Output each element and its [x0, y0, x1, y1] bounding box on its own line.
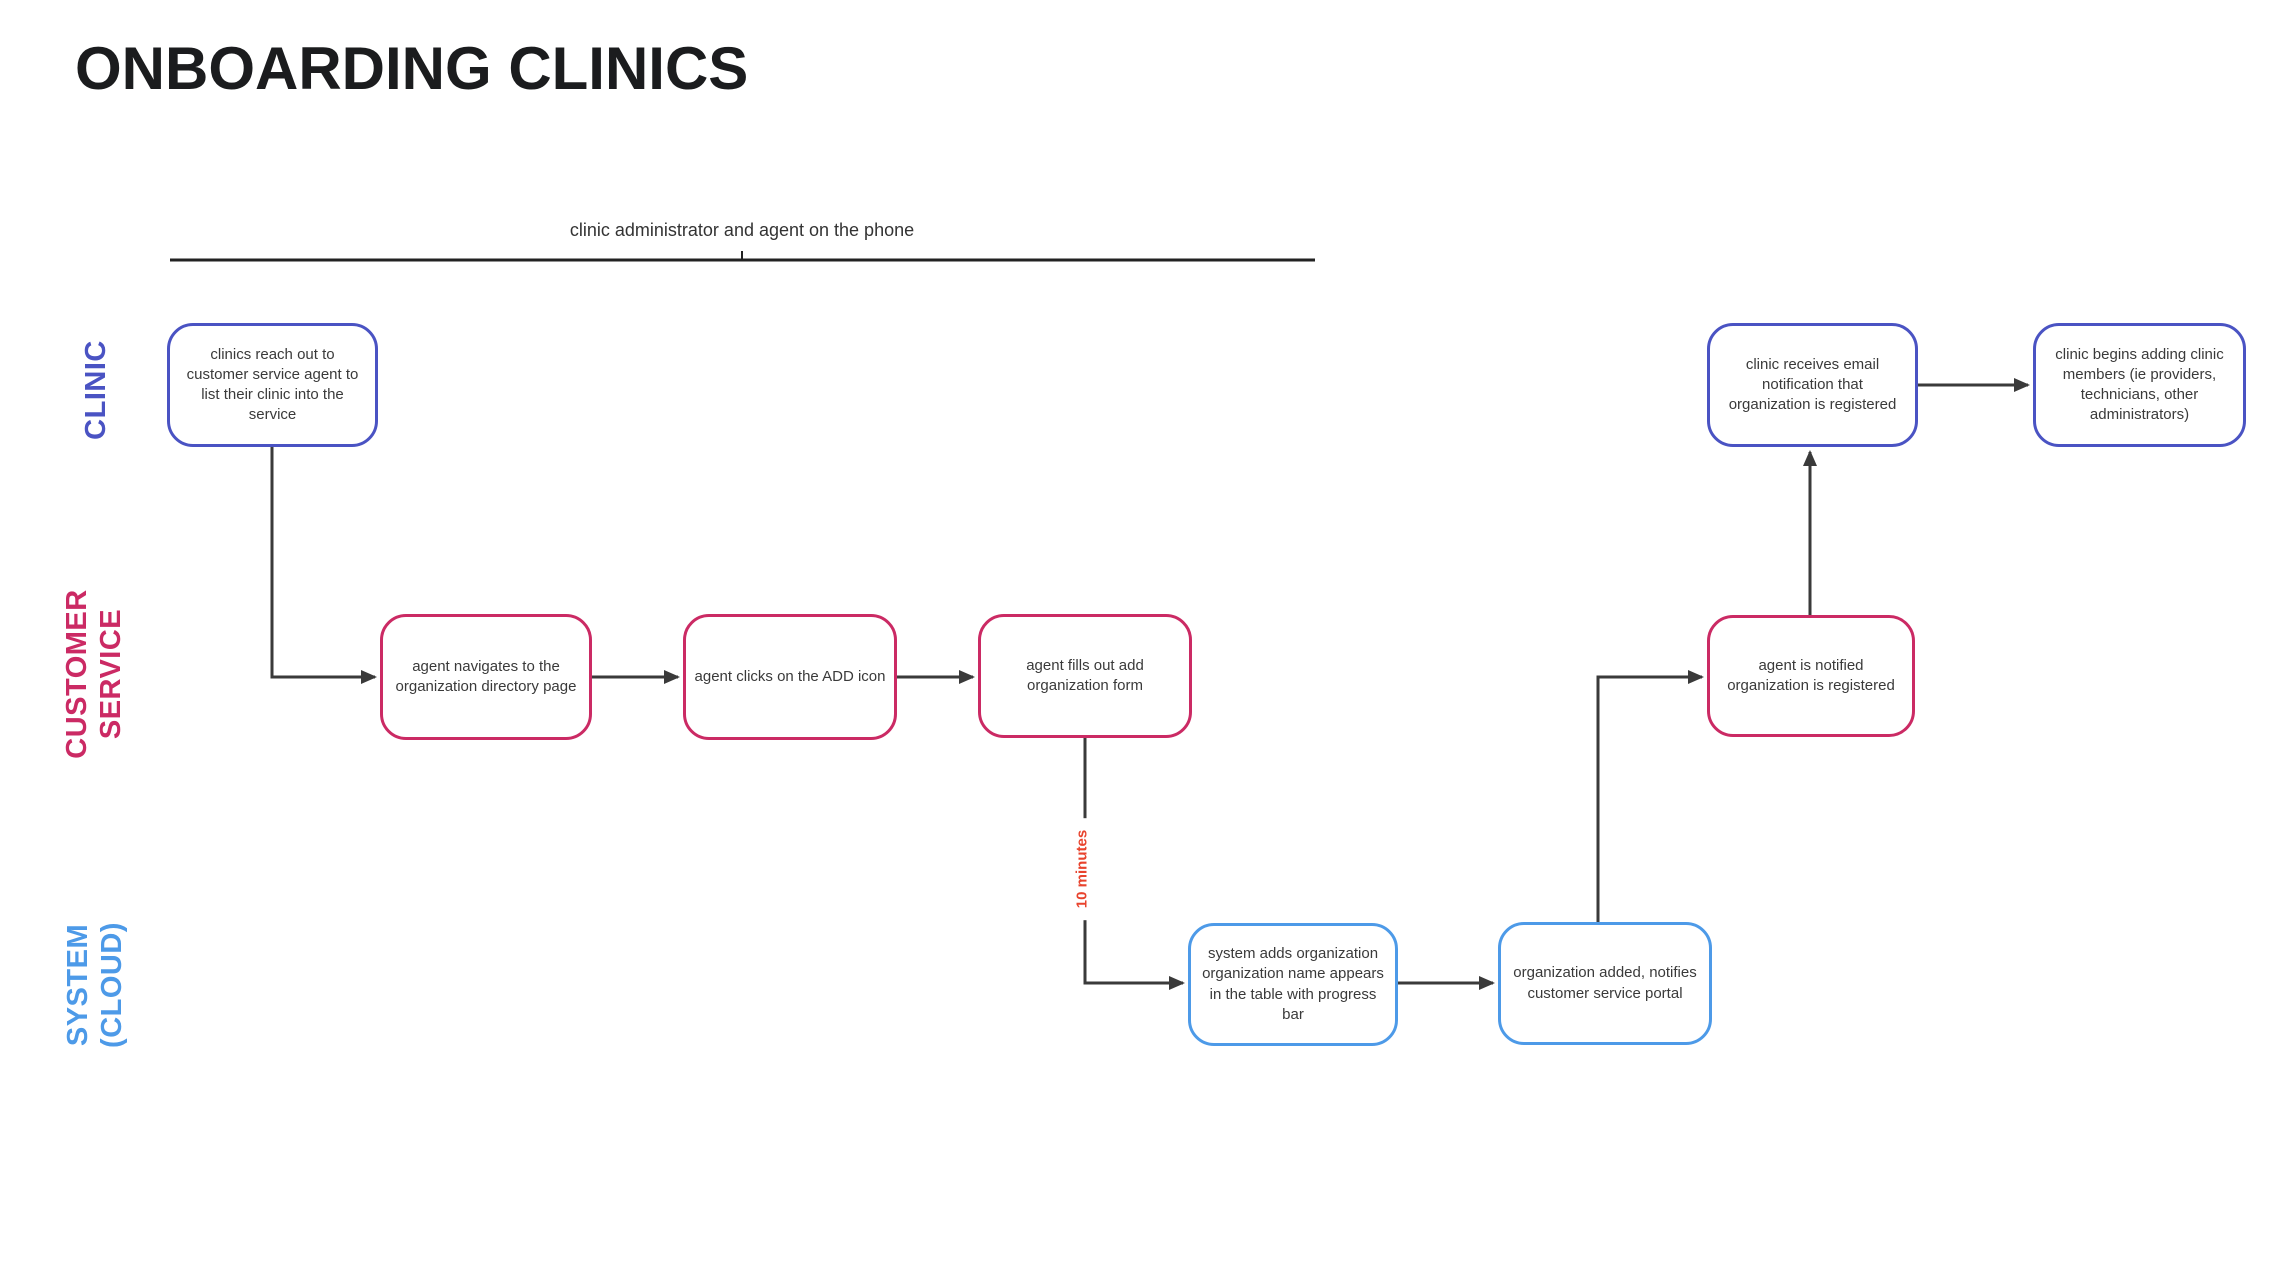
- lane-label-system-cloud: SYSTEM (CLOUD): [61, 922, 128, 1048]
- flow-node-agent-fills-form: agent fills out add organization form: [978, 614, 1192, 738]
- flow-node-clinics-reach-out: clinics reach out to customer service ag…: [167, 323, 378, 447]
- flow-node-agent-notified-registered: agent is notified organization is regist…: [1707, 615, 1915, 737]
- flow-node-label: clinics reach out to customer service ag…: [186, 345, 359, 424]
- flow-node-label: clinic begins adding clinic members (ie …: [2055, 345, 2224, 424]
- flow-node-label: system adds organization organization na…: [1202, 945, 1384, 1023]
- flow-node-label: agent is notified organization is regist…: [1727, 656, 1895, 694]
- flow-node-clinic-receives-email: clinic receives email notification that …: [1707, 323, 1918, 447]
- arrow-added-to-agent-notified: [1596, 670, 1704, 922]
- flow-node-agent-navigates-directory: agent navigates to the organization dire…: [380, 614, 592, 740]
- flow-node-agent-clicks-add: agent clicks on the ADD icon: [683, 614, 897, 740]
- arrow-form-to-system: [1083, 738, 1185, 990]
- lane-label-customer-service: CUSTOMER SERVICE: [60, 589, 127, 759]
- flow-node-label: agent fills out add organization form: [1026, 656, 1144, 694]
- arrow-clinics-to-navigate: [270, 447, 377, 684]
- flow-node-label: organization added, notifies customer se…: [1513, 964, 1697, 1002]
- page-title: ONBOARDING CLINICS: [75, 35, 749, 102]
- flow-node-label: clinic receives email notification that …: [1728, 355, 1897, 414]
- phase-label: clinic administrator and agent on the ph…: [569, 220, 915, 240]
- flow-node-label: agent navigates to the organization dire…: [395, 657, 577, 695]
- flow-node-clinic-adds-members: clinic begins adding clinic members (ie …: [2033, 323, 2246, 447]
- flow-node-organization-added-notifies: organization added, notifies customer se…: [1498, 922, 1712, 1045]
- lane-label-clinic: CLINIC: [79, 340, 112, 440]
- duration-label: 10 minutes: [1070, 817, 1094, 921]
- flow-node-system-adds-organization: system adds organization organization na…: [1188, 923, 1398, 1046]
- flow-node-label: agent clicks on the ADD icon: [694, 667, 886, 685]
